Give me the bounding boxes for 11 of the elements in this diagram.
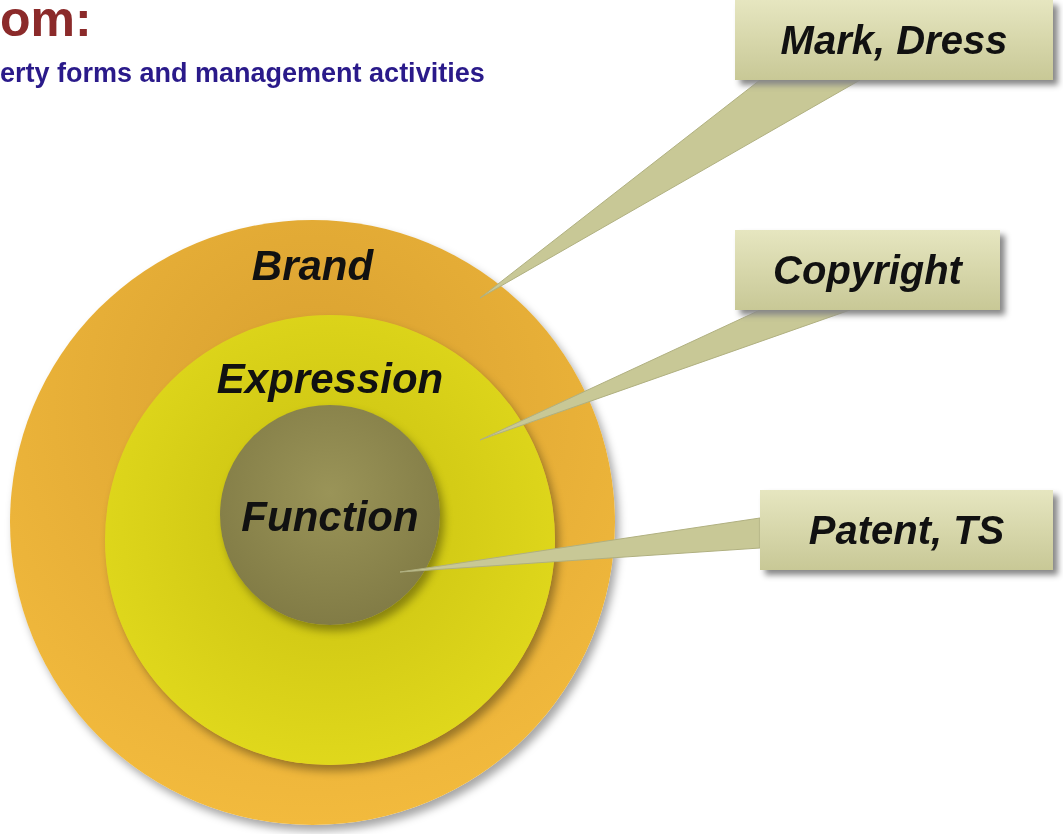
ring-label: Expression [216, 355, 444, 403]
callout-box: Patent, TS [760, 490, 1053, 570]
callout-box: Mark, Dress [735, 0, 1053, 80]
leader-line [479, 309, 851, 441]
subtitle: erty forms and management activities [0, 58, 485, 89]
ring-label: Function [241, 493, 419, 541]
leader-line [399, 517, 761, 573]
callout-box: Copyright [735, 230, 1000, 310]
title: om: [0, 0, 92, 48]
ring-label: Brand [251, 242, 374, 290]
leader-line [479, 79, 861, 299]
